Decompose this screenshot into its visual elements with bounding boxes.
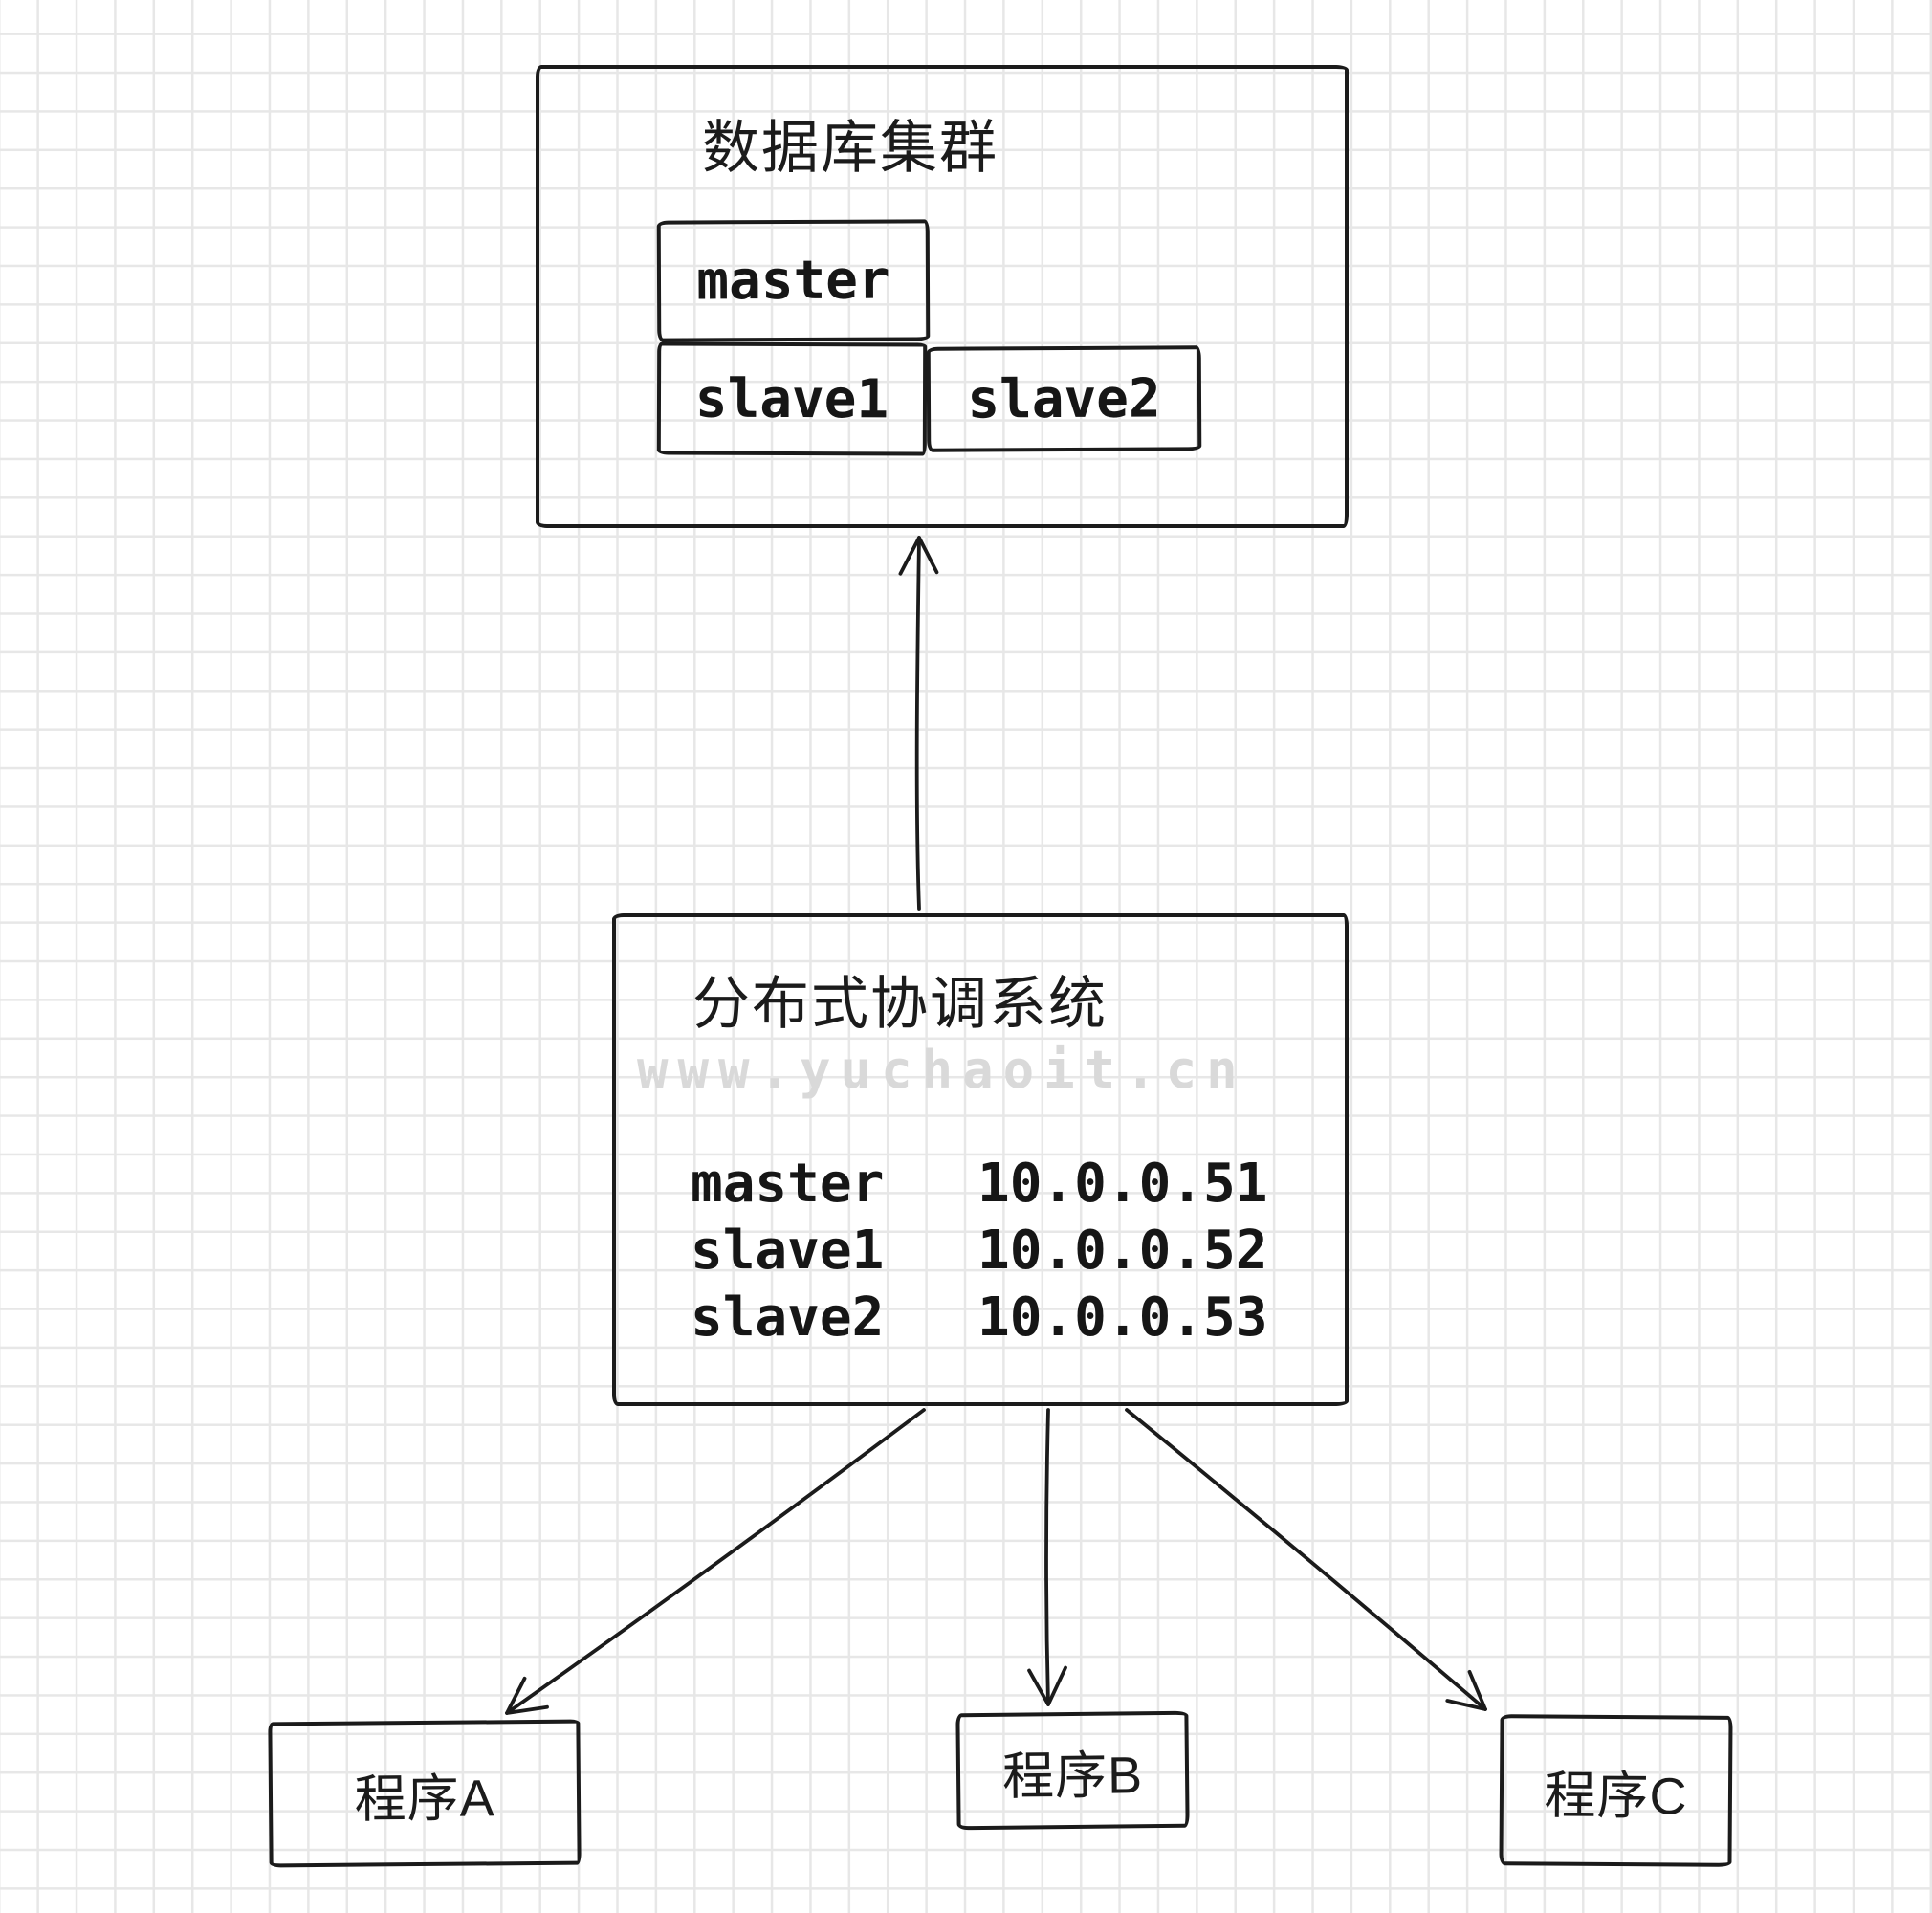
coordinator-box: 分布式协调系统 www.yuchaoit.cn master 10.0.0.51…: [612, 913, 1349, 1406]
program-a-box: 程序A: [268, 1719, 582, 1868]
db-cluster-title: 数据库集群: [702, 116, 999, 180]
db-node-slave2-label: slave2: [967, 366, 1161, 431]
host-row: slave1 10.0.0.52: [691, 1218, 1267, 1285]
db-node-master-label: master: [696, 249, 890, 313]
db-node-slave2: slave2: [926, 345, 1202, 452]
host-table: master 10.0.0.51 slave1 10.0.0.52 slave2…: [691, 1151, 1267, 1352]
program-c-box: 程序C: [1499, 1714, 1733, 1867]
arrow-down-center: [1027, 1408, 1067, 1706]
program-a-label: 程序A: [354, 1769, 495, 1829]
coordinator-title: 分布式协调系统: [692, 972, 1108, 1036]
arrow-up: [898, 536, 939, 911]
program-b-label: 程序B: [1001, 1746, 1144, 1806]
host-name: slave1: [691, 1220, 885, 1282]
host-name: master: [691, 1153, 885, 1215]
host-row: master 10.0.0.51: [691, 1151, 1267, 1218]
watermark-text: www.yuchaoit.cn: [637, 1040, 1247, 1100]
host-ip: 10.0.0.52: [977, 1220, 1268, 1282]
db-node-slave1: slave1: [656, 341, 928, 456]
db-node-master: master: [656, 219, 931, 342]
host-name: slave2: [691, 1286, 885, 1349]
program-c-label: 程序C: [1544, 1766, 1688, 1826]
host-ip: 10.0.0.51: [977, 1153, 1268, 1215]
program-b-box: 程序B: [955, 1710, 1190, 1831]
db-cluster-box: 数据库集群 master slave1 slave2: [536, 65, 1349, 528]
arrow-down-left: [505, 1408, 926, 1715]
host-ip: 10.0.0.53: [977, 1286, 1268, 1349]
arrow-down-right: [1125, 1408, 1487, 1711]
db-node-slave1-label: slave1: [694, 367, 889, 430]
host-row: slave2 10.0.0.53: [691, 1285, 1267, 1352]
